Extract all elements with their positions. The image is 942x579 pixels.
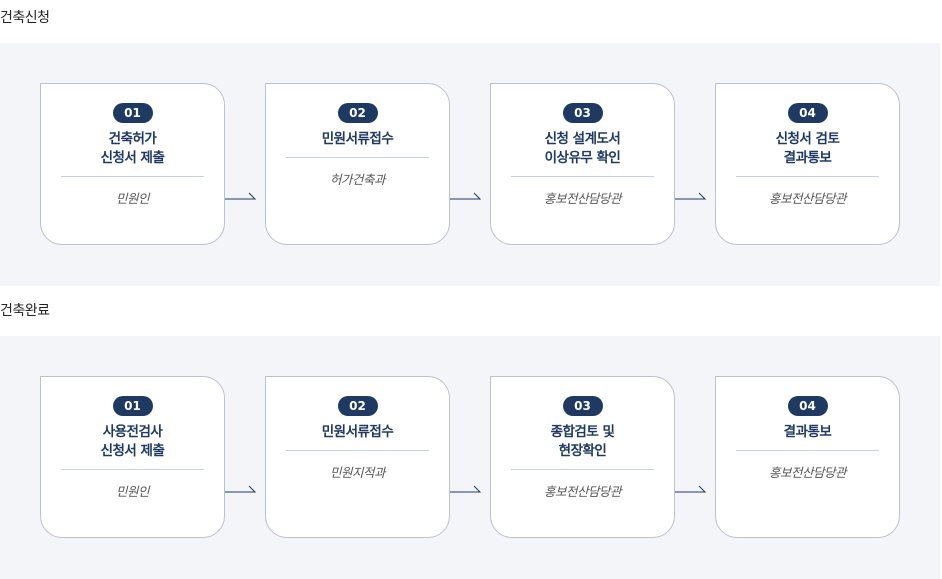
step-card: 01 사용전검사 신청서 제출 민원인 bbox=[40, 376, 225, 538]
step-number-badge: 04 bbox=[787, 103, 828, 123]
step-title: 결과통보 bbox=[783, 424, 832, 440]
step-number-badge: 04 bbox=[787, 396, 828, 416]
step-department: 민원인 bbox=[115, 191, 150, 206]
step-card: 02 민원서류접수 허가건축과 bbox=[265, 83, 450, 245]
step-department: 홍보전산담당관 bbox=[543, 484, 622, 499]
step-card: 04 신청서 검토 결과통보 홍보전산담당관 bbox=[715, 83, 900, 245]
step-department: 홍보전산담당관 bbox=[768, 465, 847, 480]
step-divider bbox=[511, 469, 654, 470]
step-department: 홍보전산담당관 bbox=[768, 191, 847, 206]
step-title: 사용전검사 신청서 제출 bbox=[100, 424, 165, 459]
arrow-right-icon bbox=[450, 192, 482, 200]
step-title: 민원서류접수 bbox=[321, 131, 394, 147]
step-title: 건축허가 신청서 제출 bbox=[100, 131, 165, 166]
step-title: 민원서류접수 bbox=[321, 424, 394, 440]
step-divider bbox=[511, 176, 654, 177]
step-department: 민원지적과 bbox=[329, 465, 386, 480]
step-title: 신청서 검토 결과통보 bbox=[775, 131, 840, 166]
arrow-right-icon bbox=[450, 485, 482, 493]
arrow-right-icon bbox=[225, 192, 257, 200]
step-department: 민원인 bbox=[115, 484, 150, 499]
step-number-badge: 02 bbox=[337, 103, 378, 123]
section-title-completion: 건축완료 bbox=[0, 303, 50, 319]
arrow-right-icon bbox=[675, 192, 707, 200]
arrow-right-icon bbox=[225, 485, 257, 493]
section-title-application: 건축신청 bbox=[0, 10, 50, 26]
step-number-badge: 01 bbox=[112, 103, 153, 123]
step-divider bbox=[61, 469, 204, 470]
step-divider bbox=[736, 176, 879, 177]
step-title: 종합검토 및 현장확인 bbox=[550, 424, 615, 459]
step-divider bbox=[61, 176, 204, 177]
step-number-badge: 02 bbox=[337, 396, 378, 416]
step-card: 04 결과통보 홍보전산담당관 bbox=[715, 376, 900, 538]
step-department: 허가건축과 bbox=[329, 172, 386, 187]
step-divider bbox=[286, 157, 429, 158]
step-divider bbox=[736, 450, 879, 451]
step-card: 03 종합검토 및 현장확인 홍보전산담당관 bbox=[490, 376, 675, 538]
step-divider bbox=[286, 450, 429, 451]
step-number-badge: 03 bbox=[562, 396, 603, 416]
step-card: 02 민원서류접수 민원지적과 bbox=[265, 376, 450, 538]
step-card: 01 건축허가 신청서 제출 민원인 bbox=[40, 83, 225, 245]
step-title: 신청 설계도서 이상유무 확인 bbox=[544, 131, 621, 166]
step-number-badge: 03 bbox=[562, 103, 603, 123]
arrow-right-icon bbox=[675, 485, 707, 493]
step-number-badge: 01 bbox=[112, 396, 153, 416]
step-card: 03 신청 설계도서 이상유무 확인 홍보전산담당관 bbox=[490, 83, 675, 245]
step-department: 홍보전산담당관 bbox=[543, 191, 622, 206]
